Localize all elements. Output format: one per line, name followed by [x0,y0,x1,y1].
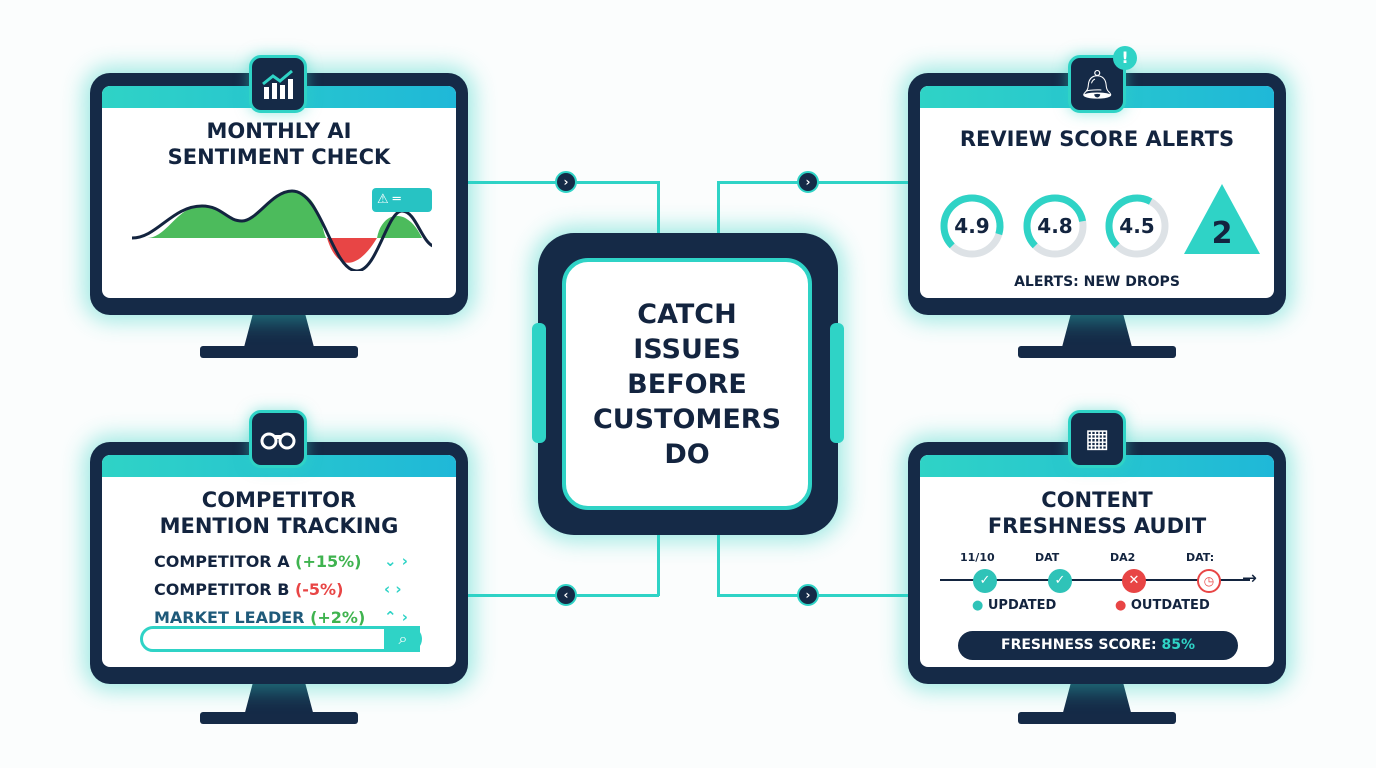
competitors-title: MENTION TRACKING [159,514,399,538]
chevrons-icon[interactable]: ‹ › [384,580,402,598]
center-line: DO [664,438,710,470]
freshness-title: FRESHNESS AUDIT [987,514,1207,538]
center-line: ISSUES [633,333,741,365]
connector-line [717,534,720,596]
chevron-right-icon: › [797,171,819,193]
connector-line [657,181,660,235]
notification-badge: ! [1113,46,1137,70]
center-line: BEFORE [627,368,747,400]
center-line: CATCH [637,298,737,330]
freshness-score-pill: FRESHNESS SCORE: 85% [958,631,1238,660]
chevron-right-icon: › [797,584,819,606]
sentiment-title: MONTHLY AI [206,119,352,143]
binoculars-icon [249,410,307,468]
timeline-axis [940,579,1250,581]
trend-down-icon[interactable]: ⌄ › [384,552,408,570]
chevron-right-icon: › [555,171,577,193]
score-gauge: 4.5 [1103,192,1171,260]
score-gauge: 4.8 [1021,192,1089,260]
alert-count: 2 [1211,216,1233,251]
trend-up-icon[interactable]: ⌃ › [384,608,408,626]
connector-line [657,534,660,596]
legend-outdated: ● OUTDATED [1115,598,1210,613]
search-button[interactable]: ⌕ [384,626,422,652]
calendar-refresh-icon: ▦ [1068,410,1126,468]
chart-trend-up-icon [249,55,307,113]
legend-updated: ● UPDATED [972,598,1057,613]
x-icon: ✕ [1122,569,1146,593]
search-input[interactable] [140,626,420,652]
sentiment-title: SENTIMENT CHECK [167,145,391,169]
connector-line [717,181,720,235]
competitor-row: COMPETITOR B (-5%)‹ › [154,579,402,599]
competitor-row: COMPETITOR A (+15%)⌄ › [154,551,408,571]
alerts-footer: ALERTS: NEW DROPS [1014,274,1180,290]
check-icon: ✓ [973,569,997,593]
center-hub: CATCH ISSUES BEFORE CUSTOMERS DO [532,233,844,535]
check-icon: ✓ [1048,569,1072,593]
competitor-row: MARKET LEADER (+2%)⌃ › [154,607,408,627]
chevron-left-icon: ‹ [555,584,577,606]
freshness-title: CONTENT [1041,488,1153,512]
competitors-title: COMPETITOR [201,488,357,512]
reviews-title: REVIEW SCORE ALERTS [959,127,1235,151]
score-gauge: 4.9 [938,192,1006,260]
warning-chat-icon: ⚠ ═ [372,188,432,212]
center-line: CUSTOMERS [592,403,782,435]
clock-icon: ◷ [1197,569,1221,593]
